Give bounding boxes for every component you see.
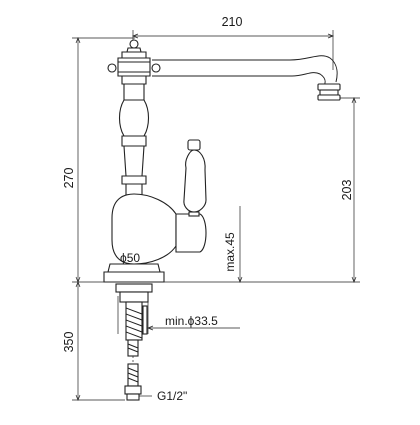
mounting-washer bbox=[119, 291, 149, 303]
dimension-label-350: 350 bbox=[62, 332, 76, 353]
thread-callout: G1/2" bbox=[138, 389, 187, 403]
base-escutcheon-top bbox=[107, 263, 161, 273]
lever-handle bbox=[183, 149, 207, 213]
faucet-body: ϕ50 bbox=[103, 39, 341, 283]
hose-nut bbox=[124, 385, 142, 395]
dimension-210: 210 bbox=[132, 15, 334, 70]
dimension-270: 270 bbox=[62, 37, 135, 283]
column-shaft bbox=[123, 145, 145, 177]
column-ring bbox=[121, 135, 147, 147]
swivel-cap-right bbox=[151, 63, 161, 73]
lever-cap bbox=[187, 139, 201, 151]
aerator-ring-mid bbox=[319, 89, 339, 96]
column-bulb bbox=[118, 99, 150, 137]
base-escutcheon bbox=[103, 271, 165, 283]
cartridge-housing bbox=[175, 213, 207, 253]
fixing-rod bbox=[142, 305, 148, 335]
dimension-label-270: 270 bbox=[62, 168, 76, 189]
spout-top-edge bbox=[152, 55, 338, 83]
column-lower-ring bbox=[121, 175, 147, 185]
dimension-label-203: 203 bbox=[340, 180, 354, 201]
hose-upper-section bbox=[127, 339, 139, 357]
aerator-ring-top bbox=[317, 83, 341, 91]
aerator-ring-bottom bbox=[317, 94, 341, 101]
swivel-housing bbox=[117, 57, 151, 77]
dimension-min33: min.ϕ33.5 bbox=[117, 296, 240, 334]
dimension-203: 203 bbox=[320, 97, 360, 283]
mounting-nut bbox=[115, 283, 153, 293]
swivel-cap-left bbox=[107, 63, 117, 73]
spout-bottom-edge bbox=[152, 72, 326, 87]
lever-stem bbox=[188, 211, 200, 217]
base-diameter-label: ϕ50 bbox=[120, 251, 140, 265]
dimension-label-max45: max.45 bbox=[223, 232, 237, 272]
thread-label: G1/2" bbox=[157, 389, 187, 403]
mounting-hardware bbox=[115, 283, 153, 341]
dimension-350: 350 bbox=[62, 281, 125, 401]
dimension-label-210: 210 bbox=[222, 15, 243, 29]
finial-collar bbox=[121, 51, 147, 59]
dimension-max45: max.45 bbox=[223, 206, 243, 283]
column-neck bbox=[123, 83, 145, 101]
finial-neck bbox=[126, 47, 142, 53]
column-collar-top bbox=[121, 75, 147, 85]
finial-knob bbox=[129, 39, 139, 49]
dimension-label-min33: min.ϕ33.5 bbox=[165, 314, 218, 328]
flexible-hose bbox=[124, 339, 142, 401]
hose-connector bbox=[126, 393, 140, 401]
